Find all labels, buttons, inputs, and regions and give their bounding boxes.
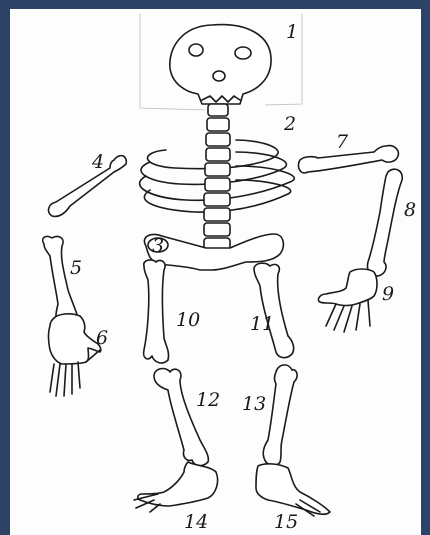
left-foot	[134, 462, 218, 512]
label-5: 5	[70, 257, 82, 279]
label-11: 11	[250, 313, 274, 335]
label-6: 6	[96, 327, 108, 349]
right-tibia	[263, 365, 297, 466]
label-10: 10	[176, 309, 200, 331]
label-8: 8	[404, 199, 416, 221]
right-femur	[254, 263, 294, 357]
spine	[204, 104, 230, 251]
skull	[170, 25, 271, 104]
label-9: 9	[382, 283, 394, 305]
label-14: 14	[184, 511, 208, 533]
label-1: 1	[286, 21, 298, 43]
right-hand	[318, 269, 377, 332]
label-3: 3	[152, 235, 164, 257]
right-foot	[256, 464, 330, 516]
right-humerus	[298, 146, 398, 173]
left-forearm	[43, 236, 79, 324]
label-2: 2	[283, 113, 296, 135]
right-forearm	[367, 169, 402, 276]
label-12: 12	[196, 389, 220, 411]
left-tibia	[154, 369, 208, 466]
left-femur	[144, 260, 169, 363]
left-hand	[49, 314, 101, 396]
label-13: 13	[242, 393, 266, 415]
left-humerus	[49, 156, 127, 217]
label-7: 7	[336, 131, 349, 153]
label-15: 15	[274, 511, 298, 533]
label-4: 4	[91, 151, 104, 173]
